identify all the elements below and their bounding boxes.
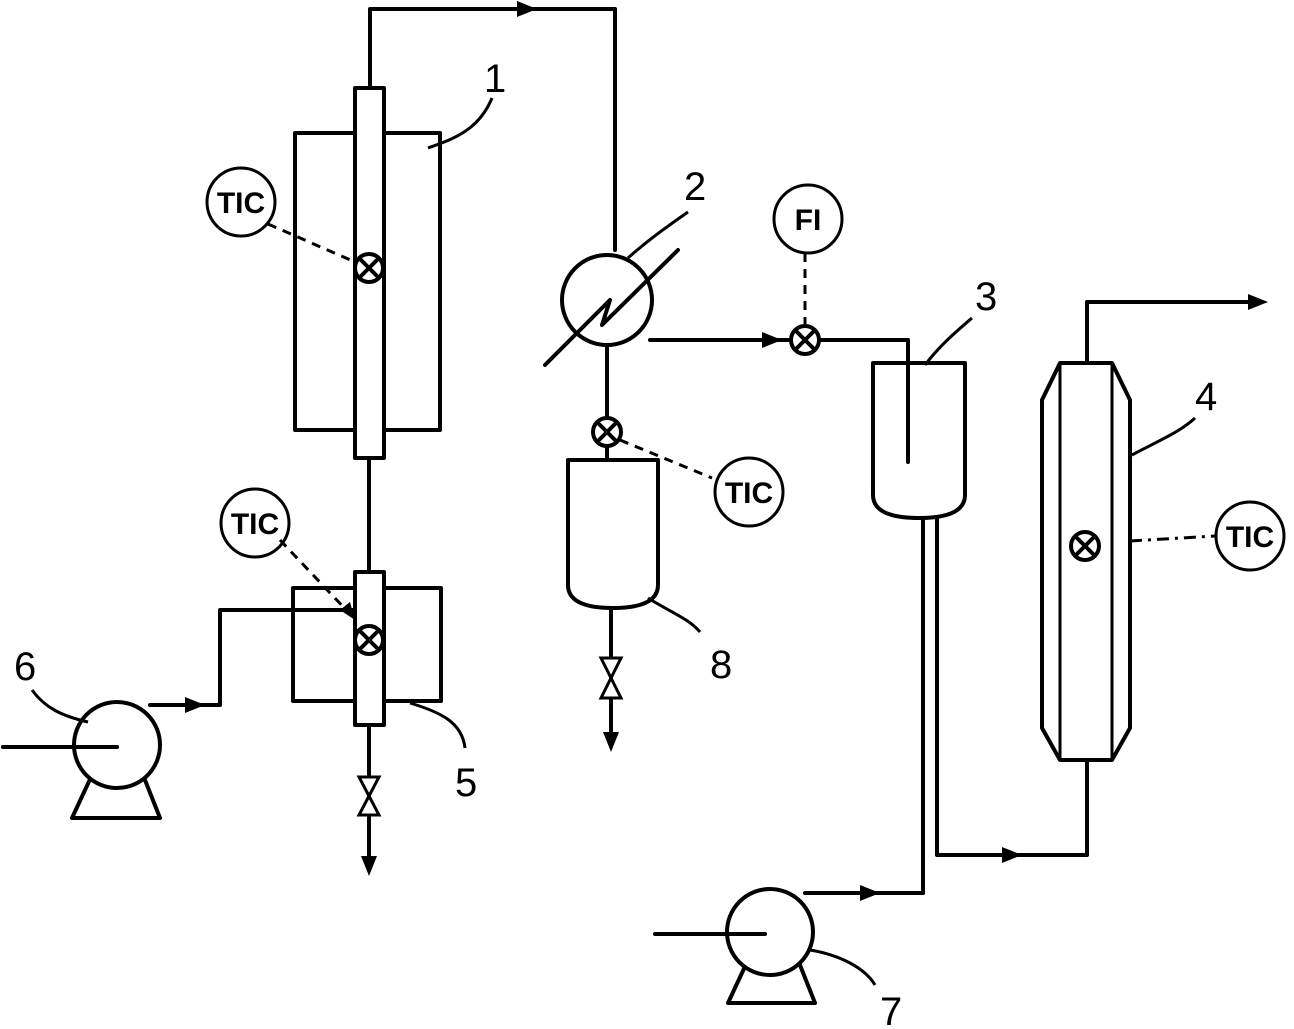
fi-flow-label: FI bbox=[795, 204, 822, 237]
column-overhead-line bbox=[1085, 300, 1260, 365]
preheater-tic-signal-line bbox=[278, 538, 352, 616]
preheater-leader bbox=[409, 701, 467, 749]
overhead-arrow-icon bbox=[517, 1, 537, 17]
column-leader bbox=[1131, 416, 1197, 457]
reactor-leader bbox=[427, 97, 494, 150]
label-preheater-number: 5 bbox=[455, 761, 477, 805]
receiver-leader bbox=[647, 596, 702, 634]
pump-7-feed-arrow-icon bbox=[860, 885, 880, 901]
receiver-tic-signal-line bbox=[619, 438, 713, 480]
preheater-drain-arrow-icon bbox=[361, 856, 377, 876]
label-exchanger-number: 2 bbox=[684, 165, 706, 209]
separator-leader bbox=[923, 316, 973, 366]
pump-6-leader bbox=[30, 689, 89, 724]
pump-7 bbox=[653, 887, 817, 1005]
pump-7-leader bbox=[809, 948, 877, 986]
tic-reactor-bubble: TIC bbox=[205, 166, 277, 238]
pump-6-base bbox=[70, 773, 162, 820]
instrument-bubble-icon bbox=[713, 456, 785, 528]
pump-6 bbox=[1, 700, 162, 820]
overhead-line bbox=[368, 7, 617, 252]
instrument-bubble-icon bbox=[205, 166, 277, 238]
receiver-temperature-valve-icon bbox=[591, 416, 623, 448]
exchanger-leader bbox=[626, 210, 689, 260]
pump-7-base bbox=[726, 958, 817, 1005]
column-overhead-arrow-icon bbox=[1248, 294, 1268, 310]
heat-exchanger-2 bbox=[543, 248, 680, 367]
tic-receiver-label: TIC bbox=[725, 477, 773, 510]
receiver-drain-arrow-icon bbox=[603, 732, 619, 752]
label-column-number: 4 bbox=[1195, 375, 1217, 419]
reactor-tic-signal-line bbox=[267, 222, 356, 264]
label-pump-bottom-number: 7 bbox=[880, 990, 902, 1029]
fi-flow-valve-icon bbox=[789, 324, 821, 356]
instrument-bubble-icon bbox=[772, 183, 844, 255]
preheater-drain-valve-icon bbox=[356, 775, 382, 817]
pump-6-feed-arrow-icon bbox=[185, 697, 205, 713]
label-pump-left-number: 6 bbox=[14, 645, 36, 689]
receiver-drain-valve-icon bbox=[598, 656, 624, 700]
heat-exchanger-icon bbox=[560, 253, 654, 347]
reactor-temperature-sensor-icon bbox=[353, 252, 385, 284]
label-reactor-number: 1 bbox=[484, 57, 506, 101]
vapor-arrow-icon bbox=[762, 332, 782, 348]
tic-preheater-label: TIC bbox=[231, 508, 279, 541]
separator-3 bbox=[871, 361, 967, 520]
fi-flow-bubble: FI bbox=[772, 183, 844, 255]
receiver-8 bbox=[566, 458, 660, 610]
instrument-bubble-icon bbox=[1214, 500, 1286, 572]
separator-to-column-arrow-icon bbox=[1002, 847, 1022, 863]
preheater-temperature-sensor-icon bbox=[353, 624, 385, 656]
instrument-bubble-icon bbox=[219, 487, 291, 559]
column-temperature-sensor-icon bbox=[1069, 530, 1101, 562]
pump-6-feed-line bbox=[148, 608, 357, 707]
label-receiver-number: 8 bbox=[710, 643, 732, 687]
label-separator-number: 3 bbox=[975, 275, 997, 319]
tic-column-label: TIC bbox=[1226, 521, 1274, 554]
tic-preheater-bubble: TIC bbox=[219, 487, 291, 559]
tic-reactor-label: TIC bbox=[217, 187, 265, 220]
tic-receiver-bubble: TIC bbox=[713, 456, 785, 528]
tic-column-bubble: TIC bbox=[1214, 500, 1286, 572]
heat-exchanger-coil bbox=[543, 248, 680, 367]
column-tic-signal-line bbox=[1129, 534, 1216, 543]
